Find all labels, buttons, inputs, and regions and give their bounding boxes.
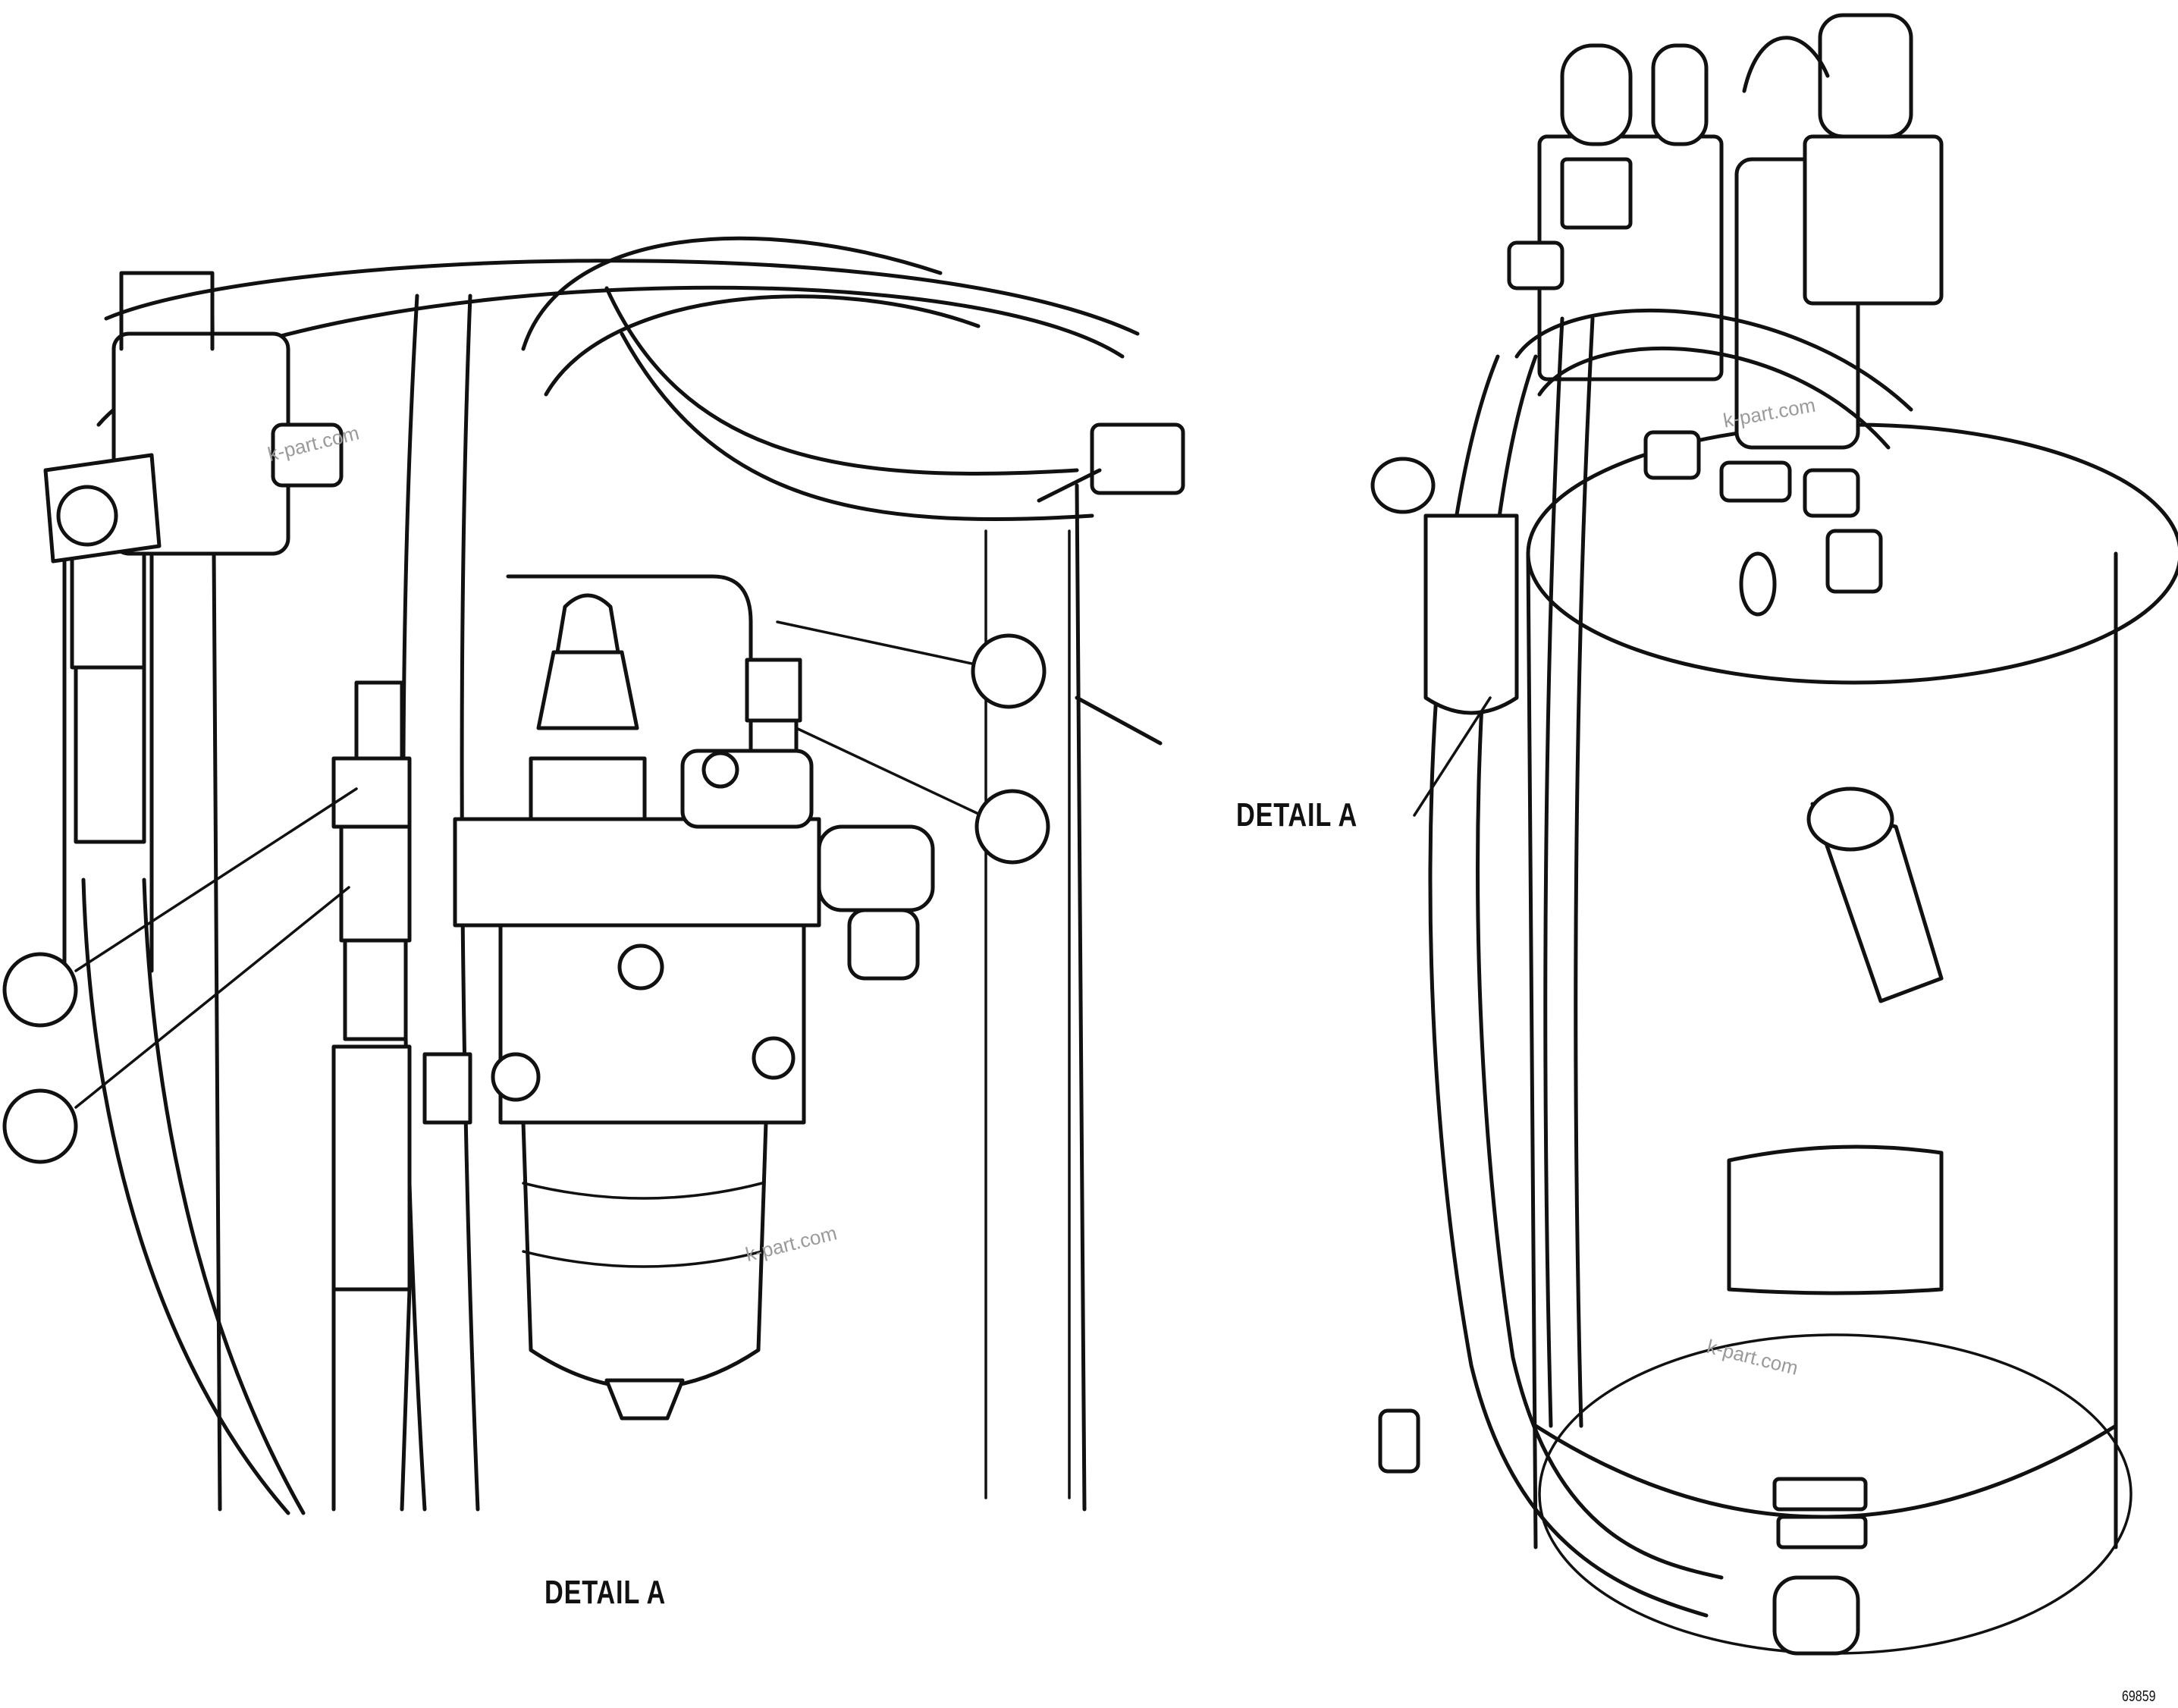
fitting-nut-upper [271, 422, 344, 488]
electrical-connector [1090, 422, 1185, 495]
callout-circle-1 [971, 633, 1047, 709]
leader-2 [795, 727, 991, 821]
tank-label-2 [1776, 1515, 1868, 1549]
detail-a-leader [1413, 696, 1492, 817]
tube-nut-upper [745, 658, 802, 723]
callout-circle-4 [2, 1088, 78, 1164]
side-filter-elbow [1370, 457, 1436, 514]
hose-sleeve-left [74, 665, 146, 844]
callout-circle-2 [974, 789, 1050, 865]
filter-bowl-upper [498, 923, 806, 1125]
callout-circle-3 [2, 952, 78, 1028]
tank-label-1 [1772, 1477, 1868, 1512]
overview-view [1370, 13, 2178, 1656]
lifting-eye [1739, 551, 1777, 617]
filter-canister [521, 1120, 768, 1390]
bottom-elbow [1772, 1575, 1860, 1656]
hose-sleeve-center [331, 1044, 412, 1292]
hose-clamp [422, 1052, 472, 1125]
elbow-fitting-right [817, 824, 935, 912]
detail-a-view [2, 236, 1185, 1515]
filter-top-fitting [536, 650, 639, 730]
leader-3 [74, 787, 358, 972]
leader-1 [776, 620, 991, 669]
tank-nameplate [1727, 1144, 1944, 1295]
fitting-upper-left [70, 544, 146, 670]
filter-head-rail [453, 817, 821, 928]
leader-4 [74, 886, 350, 1109]
motor-cover [1803, 134, 1944, 306]
side-filter-canister [1423, 513, 1519, 715]
figure-number: 69859 [2122, 1688, 2156, 1705]
filter-bolt [617, 943, 664, 991]
overview-detail-a-label: DETAIL A [1236, 796, 1358, 834]
detail-a-caption: DETAIL A [544, 1574, 667, 1611]
